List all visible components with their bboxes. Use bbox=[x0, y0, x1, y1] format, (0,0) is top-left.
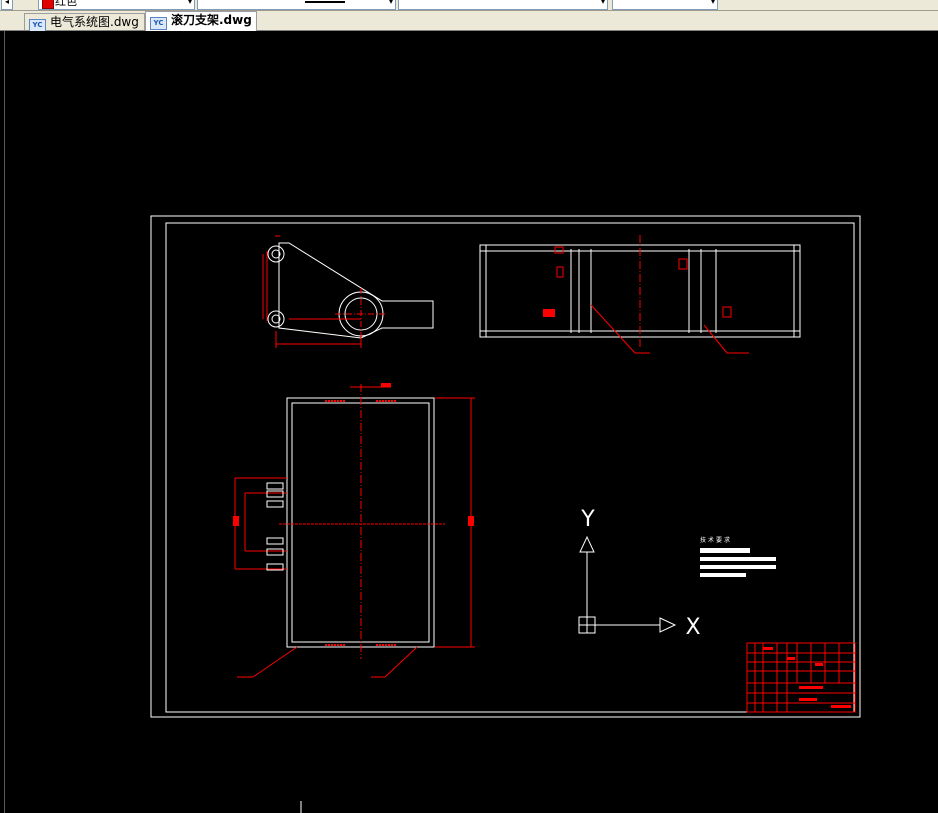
tech-requirements-title: 技术要求 bbox=[700, 536, 732, 544]
chevron-down-icon[interactable]: ▾ bbox=[388, 0, 393, 6]
linetype-dropdown[interactable]: ▾ bbox=[197, 0, 396, 10]
drawing-frame bbox=[150, 215, 861, 718]
dwg-file-icon: YC bbox=[150, 17, 167, 30]
chevron-down-icon[interactable]: ▾ bbox=[710, 0, 715, 6]
tab-hob-bracket[interactable]: YC 滚刀支架.dwg bbox=[145, 11, 257, 31]
drawing-canvas[interactable]: Y X 技术要求 bbox=[4, 31, 938, 813]
layer-name: 红色 bbox=[55, 0, 77, 8]
layer-color-swatch bbox=[42, 0, 54, 9]
linetype-preview-icon bbox=[305, 1, 345, 3]
ucs-y-label: Y bbox=[580, 507, 595, 532]
ucs-x-label: X bbox=[685, 615, 700, 640]
tab-label: 滚刀支架.dwg bbox=[171, 13, 252, 27]
tab-label: 电气系统图.dwg bbox=[50, 15, 139, 29]
layer-dropdown[interactable]: 红色 ▾ bbox=[38, 0, 195, 10]
cad-drawing: Y X 技术要求 bbox=[150, 215, 861, 813]
lineweight-dropdown[interactable]: ▾ bbox=[398, 0, 608, 10]
title-block bbox=[746, 642, 856, 713]
chevron-down-icon[interactable]: ▾ bbox=[187, 0, 192, 6]
chevron-down-icon[interactable]: ▾ bbox=[600, 0, 605, 6]
tech-requirements: 技术要求 bbox=[700, 536, 776, 577]
toolbar-scroll-button[interactable]: ◂ bbox=[1, 0, 13, 10]
ucs-icon: Y X bbox=[578, 507, 701, 640]
front-view bbox=[233, 383, 475, 678]
plotstyle-dropdown[interactable]: ▾ bbox=[612, 0, 718, 10]
toolbar: ◂ 红色 ▾ ▾ ▾ ▾ bbox=[0, 0, 938, 11]
top-view bbox=[479, 235, 801, 354]
side-view bbox=[262, 235, 434, 348]
